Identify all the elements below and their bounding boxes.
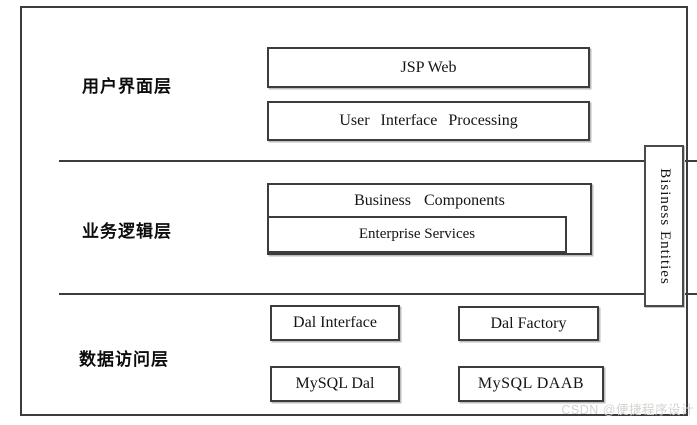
- box-mysql-dal: MySQL Dal: [270, 366, 400, 402]
- layer-label-data-access: 数据访问层: [79, 350, 169, 369]
- watermark: CSDN @便捷程序设计: [561, 403, 694, 417]
- box-dal-interface: Dal Interface: [270, 305, 400, 341]
- box-mysql-daab: MySQL DAAB: [458, 366, 604, 402]
- layer-label-business-logic: 业务逻辑层: [82, 222, 172, 241]
- layer-divider-bottom: [59, 293, 697, 295]
- layer-label-user-interface: 用户界面层: [82, 77, 172, 96]
- box-jsp-web: JSP Web: [267, 47, 590, 88]
- layer-divider-top: [59, 160, 697, 162]
- diagram-frame: 用户界面层 业务逻辑层 数据访问层 JSP Web User Interface…: [20, 6, 697, 416]
- box-business-entities: Bisiness Entities: [644, 145, 684, 307]
- business-entities-vertical-label: Bisiness Entities: [656, 167, 673, 285]
- box-enterprise-services: Enterprise Services: [267, 216, 567, 253]
- box-user-interface-processing: User Interface Processing: [267, 101, 590, 141]
- box-dal-factory: Dal Factory: [458, 306, 599, 341]
